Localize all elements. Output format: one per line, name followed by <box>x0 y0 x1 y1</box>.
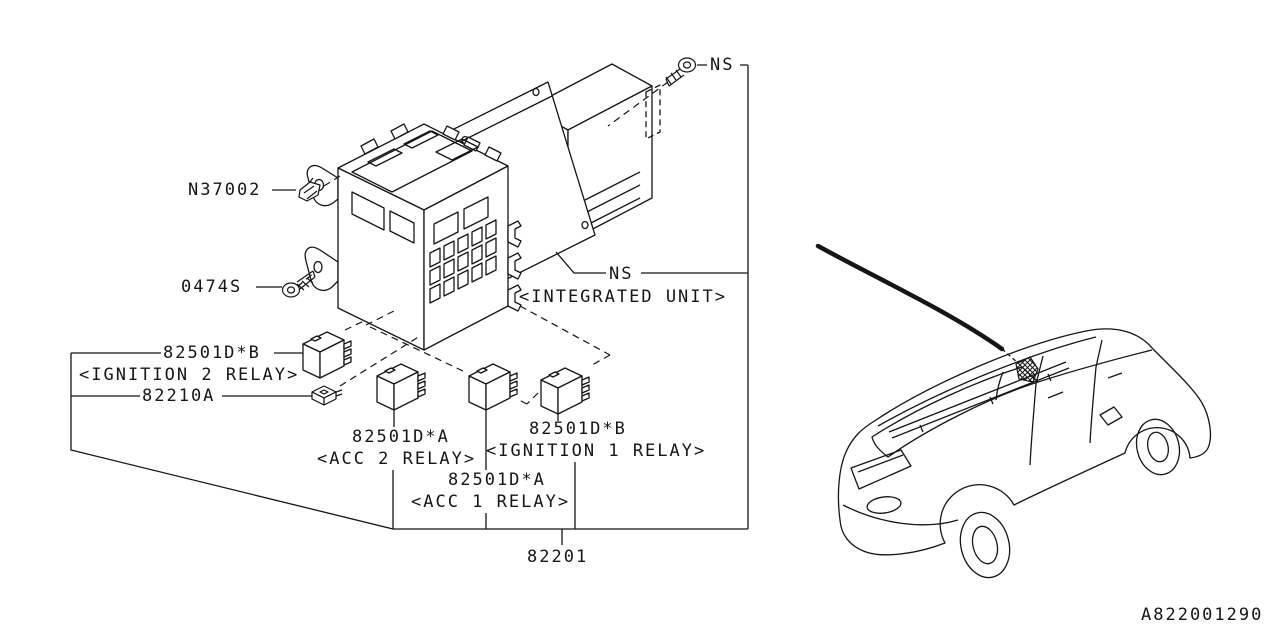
relay-acc-2-drawing <box>376 363 426 411</box>
ns-screw-drawing <box>665 57 697 87</box>
fuse-box-drawing <box>304 123 522 351</box>
callout-acc1-name: <ACC 1 RELAY> <box>411 492 571 512</box>
callout-unit-name: <INTEGRATED UNIT> <box>519 287 727 307</box>
callout-clip-code[interactable]: N37002 <box>188 180 262 200</box>
mini-fuse-drawing <box>311 385 343 406</box>
mounting-plane-dashed-lines <box>296 81 669 405</box>
location-marker <box>1015 356 1039 383</box>
mount-screw-drawing <box>281 270 316 298</box>
callout-unit-code[interactable]: NS <box>609 264 634 284</box>
spring-clip-drawing <box>298 177 321 202</box>
callout-ignition2-code[interactable]: 82501D*B <box>163 343 261 363</box>
callout-screw-code[interactable]: 0474S <box>181 277 243 297</box>
diagram-code: A822001290 <box>1141 605 1264 625</box>
callout-acc2-code[interactable]: 82501D*A <box>352 427 450 447</box>
leader-lines <box>70 64 749 545</box>
callout-ns-screw-code[interactable]: NS <box>710 55 735 75</box>
callout-ignition1-name: <IGNITION 1 RELAY> <box>486 441 707 461</box>
relay-ignition-2-drawing <box>302 331 352 379</box>
location-leader <box>815 243 1019 364</box>
callout-fuse-code[interactable]: 82210A <box>142 386 216 406</box>
callout-ignition2-name: <IGNITION 2 RELAY> <box>79 365 300 385</box>
callout-acc2-name: <ACC 2 RELAY> <box>317 449 477 469</box>
callout-fusebox-code[interactable]: 82201 <box>527 547 589 567</box>
relay-ignition-1-drawing <box>540 367 590 415</box>
callout-acc1-code[interactable]: 82501D*A <box>448 470 546 490</box>
vehicle-illustration <box>837 328 1212 579</box>
callout-ignition1-code[interactable]: 82501D*B <box>529 419 627 439</box>
relay-acc-1-drawing <box>468 363 518 411</box>
